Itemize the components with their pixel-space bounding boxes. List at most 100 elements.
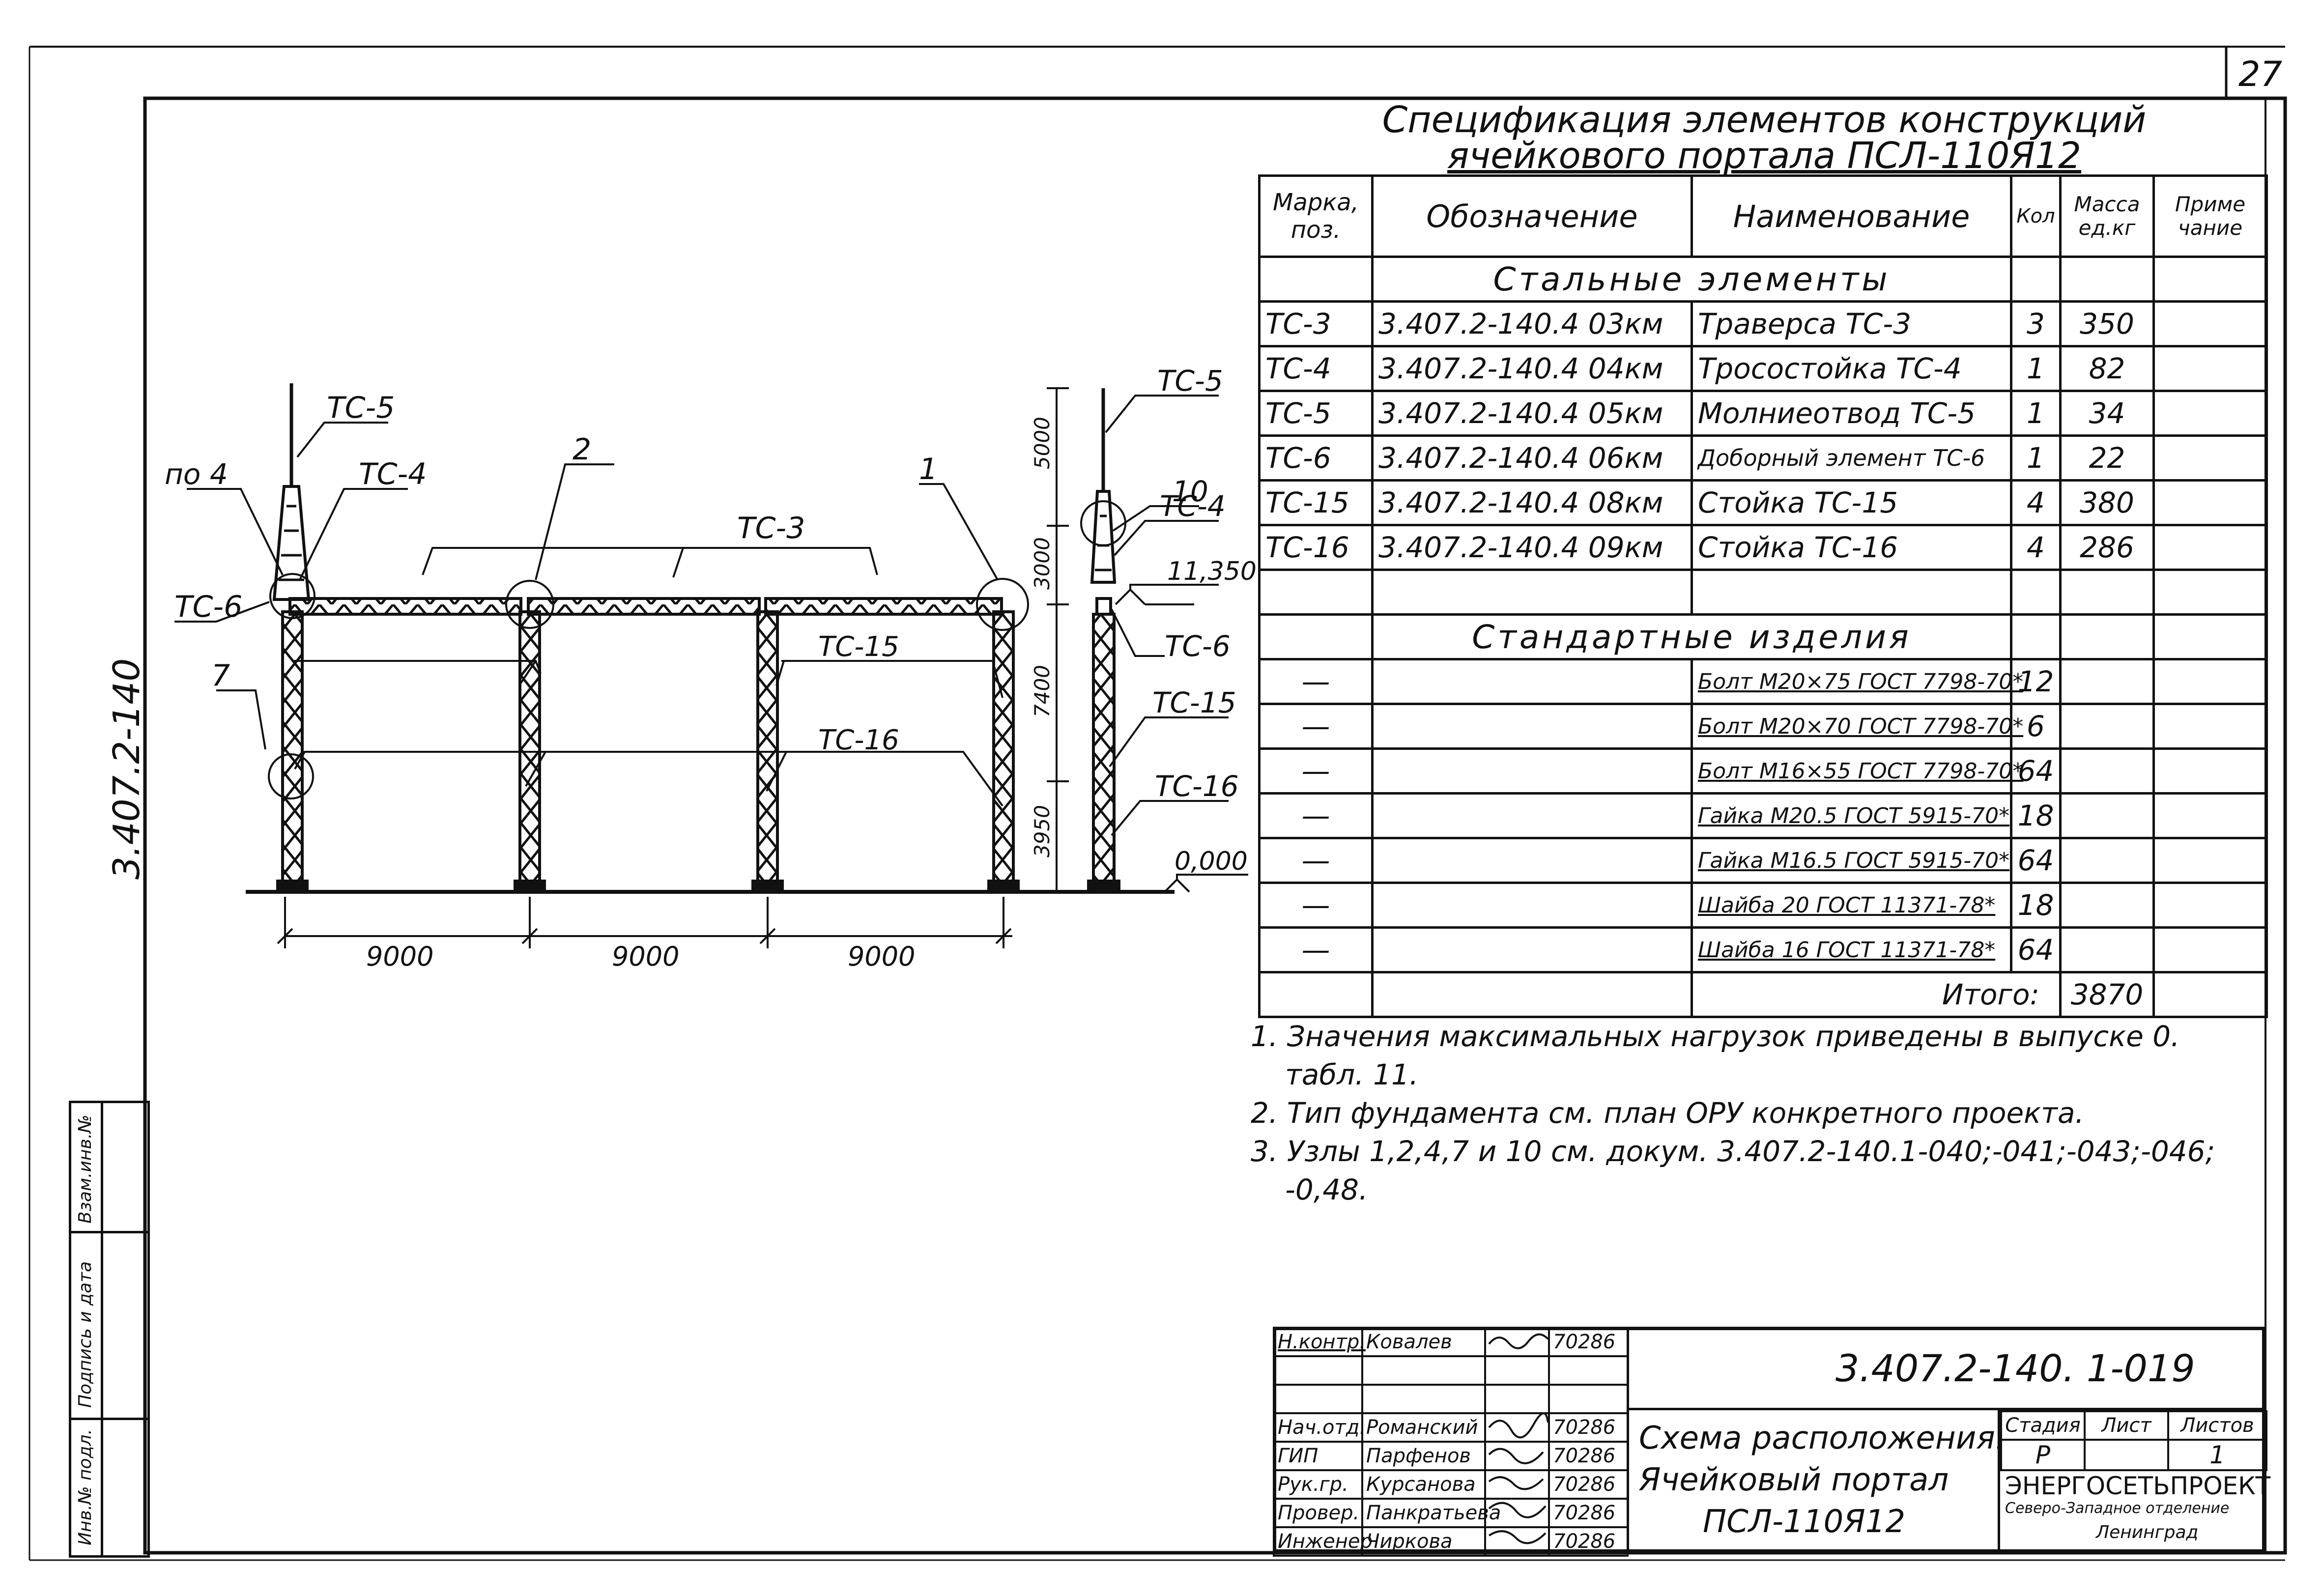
cell-qty: 4	[2010, 479, 2062, 526]
cell-name: Траверса ТС-3	[1691, 300, 2012, 347]
label-n1: 1	[919, 452, 938, 486]
table-row: —Гайка М16.5 ГОСТ 5915-70*64	[1258, 837, 2268, 884]
node-circle-7	[268, 753, 314, 799]
hdr-mass: Масса ед.кг	[2059, 174, 2155, 258]
span-1: 9000	[366, 941, 433, 972]
org-division: Северо-Западное отделение	[2005, 1500, 2230, 1517]
cell-mass: 286	[2059, 524, 2155, 571]
elev-ground: 0,000	[1175, 847, 1248, 876]
page-number: 27	[2238, 54, 2283, 94]
cell-name: Доборный элемент ТС-6	[1691, 434, 2012, 482]
role-label: Н.контр.	[1273, 1327, 1366, 1357]
description-line3: ПСЛ-110Я12	[1703, 1504, 1906, 1540]
cell-qty: 64	[2010, 837, 2062, 884]
role-date: 70286	[1548, 1327, 1629, 1357]
side-label-tc16: ТС-16	[1155, 770, 1239, 803]
cell-name: Гайка М16.5 ГОСТ 5915-70*	[1691, 837, 2012, 884]
column-4	[987, 610, 1020, 893]
cell-mark: —	[1258, 792, 1374, 839]
cell-code: 3.407.2-140.4 04км	[1371, 345, 1693, 392]
lightning-mast	[272, 383, 311, 601]
total-value: 3870	[2059, 971, 2155, 1018]
table-row: — Шайба 20 ГОСТ 11371-78*18	[1258, 882, 2268, 929]
side-label-tc6: ТС-6	[1165, 629, 1231, 663]
span-2: 9000	[612, 941, 679, 972]
hdr-code: Обозначение	[1371, 174, 1693, 258]
role-signature	[1484, 1327, 1550, 1357]
stage-table: Стадия Лист Листов Р 1	[2000, 1410, 2267, 1471]
height-3000: 3000	[1030, 537, 1054, 590]
org-city: Ленинград	[2096, 1522, 2199, 1542]
note-2: 2. Тип фундамента см. план ОРУ конкретно…	[1251, 1096, 2084, 1130]
cell-qty: 4	[2010, 524, 2062, 571]
cell-name: Шайба 16 ГОСТ 11371-78*	[1691, 926, 2012, 973]
label-n2: 2	[573, 432, 591, 467]
role-name: Чиркова	[1361, 1526, 1486, 1557]
total-row: Итого: 3870	[1258, 971, 2268, 1018]
node-circle-4	[269, 573, 315, 619]
cell-code: 3.407.2-140.4 06км	[1371, 434, 1693, 482]
cell-mass: 34	[2059, 390, 2155, 437]
role-signature	[1484, 1469, 1550, 1500]
doc-number: 3.407.2-140. 1-019	[1835, 1346, 2195, 1390]
cell-qty: 64	[2010, 926, 2062, 973]
cell-mark: ТС-16	[1258, 524, 1374, 571]
role-name: Ковалев	[1361, 1327, 1486, 1357]
note-3: 3. Узлы 1,2,4,7 и 10 см. докум. 3.407.2-…	[1251, 1135, 2215, 1168]
hdr-mark: Марка, поз.	[1258, 174, 1374, 258]
section-std-label: Стандартные изделия	[1371, 613, 2012, 660]
cell-mark: ТС-5	[1258, 390, 1374, 437]
section-steel-label: Стальные элементы	[1371, 256, 2012, 303]
table-row: —Болт М16×55 ГОСТ 7798-70*64	[1258, 747, 2268, 795]
spec-header-row: Марка, поз. Обозначение Наименование Кол…	[1258, 174, 2268, 258]
label-n7: 7	[211, 658, 230, 693]
description-cell: Схема расположения. Ячейковый портал ПСЛ…	[1627, 1410, 2005, 1553]
label-tc15: ТС-15	[818, 631, 899, 663]
note-1: 1. Значения максимальных нагрузок привед…	[1251, 1020, 2180, 1053]
node-circle-10	[1080, 500, 1126, 546]
cell-qty: 64	[2010, 747, 2062, 795]
cell-mark: ТС-4	[1258, 345, 1374, 392]
height-5000: 5000	[1030, 417, 1054, 469]
role-name: Романский	[1361, 1412, 1486, 1443]
table-row: —Шайба 16 ГОСТ 11371-78*64	[1258, 926, 2268, 973]
note-1-cont: табл. 11.	[1285, 1058, 1419, 1091]
cell-qty: 1	[2010, 434, 2062, 482]
cell-mass: 22	[2059, 434, 2155, 482]
role-label: Нач.отд.	[1273, 1412, 1366, 1443]
role-name: Панкратьева	[1361, 1498, 1501, 1528]
cell-name: Болт М16×55 ГОСТ 7798-70*	[1691, 747, 2023, 795]
cell-qty: 18	[2010, 882, 2062, 929]
doc-number-cell: 3.407.2-140. 1-019	[1627, 1327, 2265, 1410]
cell-mark: —	[1258, 882, 1374, 929]
span-3: 9000	[848, 941, 915, 972]
label-tc5: ТС-5	[327, 391, 395, 425]
role-date: 70286	[1548, 1526, 1629, 1557]
role-label: Рук.гр.	[1273, 1469, 1363, 1500]
spec-table: Марка, поз. Обозначение Наименование Кол…	[1258, 174, 2268, 1018]
cell-name: Тросостойка ТС-4	[1691, 345, 2012, 392]
role-row: Н.контр.Ковалев 70286	[1273, 1327, 1629, 1357]
cell-code: 3.407.2-140.4 08км	[1371, 479, 1693, 526]
side-label-tc5: ТС-5	[1157, 364, 1223, 398]
cell-mark: ТС-6	[1258, 434, 1374, 482]
node-circle-2	[505, 580, 554, 629]
cell-name: Стойка ТС-15	[1691, 479, 2012, 526]
cell-name: Шайба 20 ГОСТ 11371-78*	[1691, 882, 2012, 929]
cell-mass: 350	[2059, 300, 2155, 347]
side-label-tc4: ТС-4	[1160, 489, 1226, 523]
cell-name: Молниеотвод ТС-5	[1691, 390, 2012, 437]
role-date: 70286	[1548, 1469, 1629, 1500]
role-date: 70286	[1548, 1498, 1629, 1528]
signatures	[1488, 1333, 1549, 1544]
role-name: Парфенов	[1361, 1441, 1486, 1471]
table-row: —Болт М20×70 ГОСТ 7798-70*6	[1258, 703, 2268, 750]
label-tc4: ТС-4	[359, 457, 427, 491]
height-3950: 3950	[1030, 805, 1054, 857]
